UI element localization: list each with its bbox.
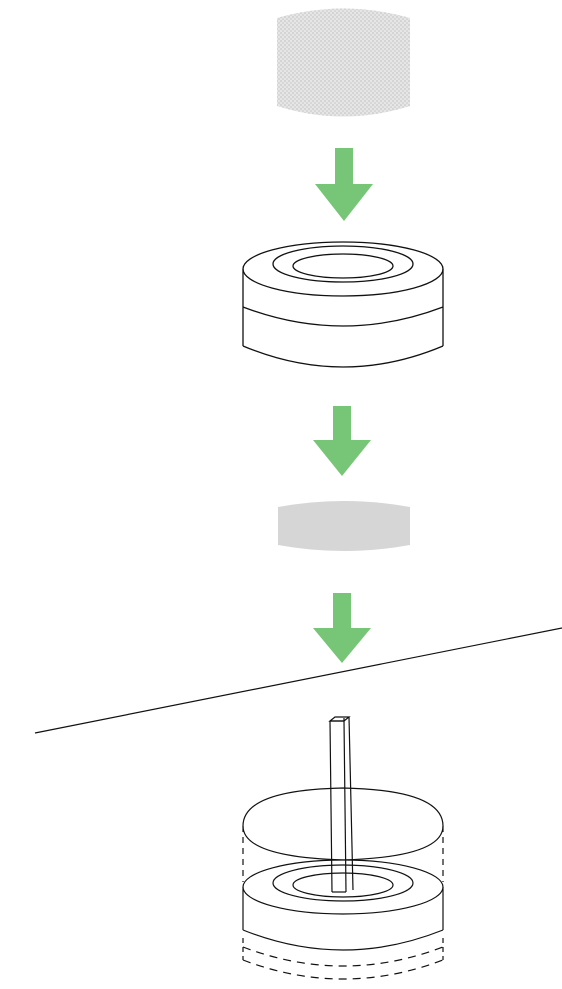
down-arrow-icon bbox=[313, 593, 371, 663]
rod bbox=[328, 716, 354, 893]
down-arrow-icon bbox=[313, 406, 371, 476]
ring-holder bbox=[242, 241, 444, 368]
down-arrow-icon bbox=[315, 148, 373, 221]
divider-line bbox=[34, 627, 562, 734]
solid-disc bbox=[278, 501, 410, 551]
assembled-stack bbox=[242, 716, 444, 980]
mesh-filter-pad bbox=[277, 8, 410, 117]
